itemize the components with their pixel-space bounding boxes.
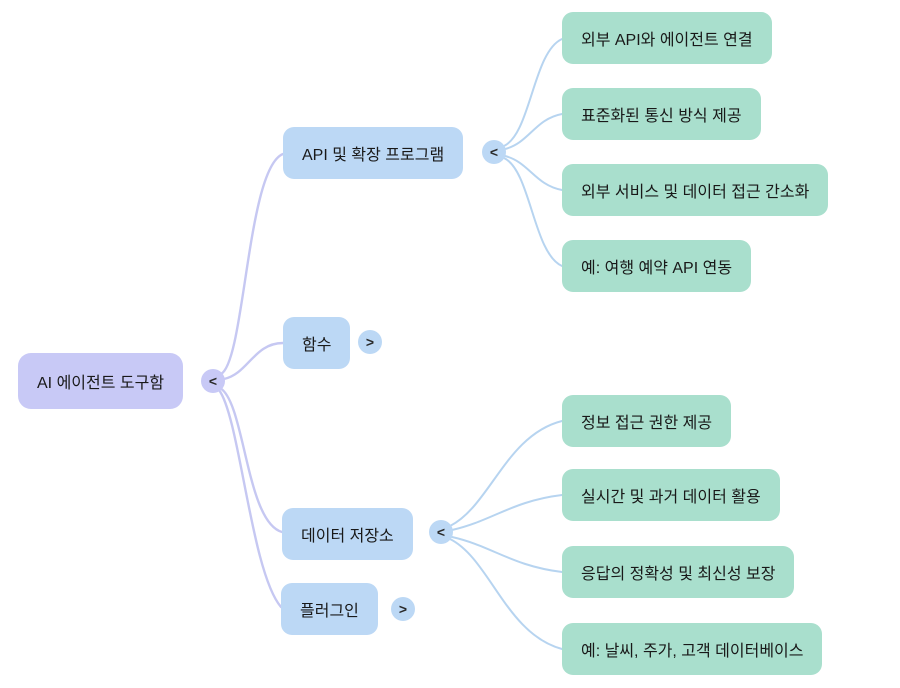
node-child-label: 정보 접근 권한 제공 [581, 415, 713, 432]
expand-icon: > [398, 601, 408, 617]
node-root[interactable]: AI 에이전트 도구함 [18, 353, 184, 409]
node-branch-function[interactable]: 함수 [283, 317, 351, 369]
expand-toggle-plugin[interactable]: > [391, 597, 415, 621]
node-branch-datastore-label: 데이터 저장소 [301, 528, 394, 545]
node-child-api-4[interactable]: 예: 여행 예약 API 연동 [562, 240, 752, 292]
edge-datastore-to-child-4 [449, 538, 563, 650]
edge-datastore-to-child-2 [451, 494, 563, 531]
node-branch-api-label: API 및 확장 프로그램 [302, 147, 445, 164]
edge-root-to-api [219, 152, 285, 376]
node-child-datastore-2[interactable]: 실시간 및 과거 데이터 활용 [562, 469, 780, 521]
collapse-toggle-root[interactable]: < [201, 369, 225, 393]
node-branch-function-label: 함수 [302, 337, 332, 354]
node-child-datastore-3[interactable]: 응답의 정확성 및 최신성 보장 [562, 546, 795, 598]
node-child-label: 외부 API와 에이전트 연결 [581, 32, 753, 49]
node-branch-plugin-label: 플러그인 [300, 603, 359, 620]
node-child-label: 예: 여행 예약 API 연동 [581, 260, 733, 277]
node-branch-plugin[interactable]: 플러그인 [281, 583, 378, 635]
edge-api-to-child-4 [503, 157, 563, 267]
edge-api-to-child-3 [504, 155, 563, 191]
node-branch-datastore[interactable]: 데이터 저장소 [282, 508, 413, 560]
collapse-icon: < [208, 373, 218, 389]
edge-root-to-plugin [217, 388, 283, 609]
node-branch-api[interactable]: API 및 확장 프로그램 [283, 127, 464, 179]
edge-root-to-function [222, 341, 285, 381]
node-child-datastore-1[interactable]: 정보 접근 권한 제공 [562, 395, 732, 447]
collapse-toggle-datastore[interactable]: < [429, 520, 453, 544]
node-root-label: AI 에이전트 도구함 [37, 375, 165, 392]
edge-datastore-to-child-3 [451, 536, 563, 573]
node-child-label: 외부 서비스 및 데이터 접근 간소화 [581, 184, 810, 201]
node-child-api-2[interactable]: 표준화된 통신 방식 제공 [562, 88, 761, 140]
node-child-label: 표준화된 통신 방식 제공 [581, 108, 742, 125]
node-child-api-3[interactable]: 외부 서비스 및 데이터 접근 간소화 [562, 164, 829, 216]
edge-api-to-child-2 [504, 113, 563, 150]
node-child-label: 실시간 및 과거 데이터 활용 [581, 489, 761, 506]
expand-toggle-function[interactable]: > [358, 330, 382, 354]
collapse-icon: < [489, 144, 499, 160]
edge-root-to-datastore [218, 386, 284, 534]
node-child-datastore-4[interactable]: 예: 날씨, 주가, 고객 데이터베이스 [562, 623, 823, 675]
collapse-icon: < [436, 524, 446, 540]
node-child-label: 응답의 정확성 및 최신성 보장 [581, 566, 776, 583]
node-child-label: 예: 날씨, 주가, 고객 데이터베이스 [581, 643, 804, 660]
node-child-api-1[interactable]: 외부 API와 에이전트 연결 [562, 12, 772, 64]
expand-icon: > [365, 334, 375, 350]
edge-api-to-child-1 [503, 38, 563, 147]
collapse-toggle-api[interactable]: < [482, 140, 506, 164]
edge-datastore-to-child-1 [449, 420, 563, 527]
